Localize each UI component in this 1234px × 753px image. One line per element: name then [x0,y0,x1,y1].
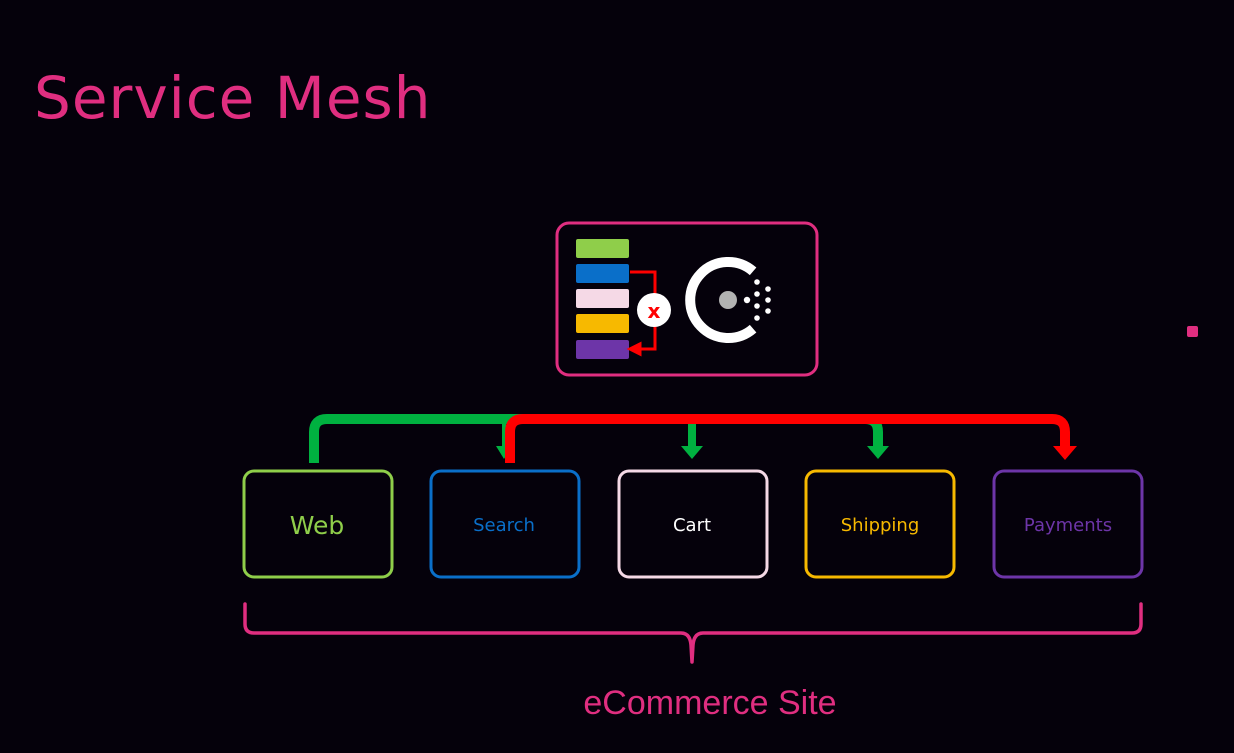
allowed-connections [309,414,889,463]
registry-bar-cart [576,289,629,308]
blocked-marker-icon: x [648,299,661,323]
service-label-shipping: Shipping [841,515,920,536]
service-label-cart: Cart [673,515,711,536]
registry-bar-shipping [576,314,629,333]
service-shipping: Shipping [804,469,956,579]
service-label-search: Search [473,515,535,536]
service-label-web: Web [290,511,345,540]
service-payments: Payments [992,469,1144,579]
registry-box [555,221,819,377]
slide-title: Service Mesh [34,64,432,132]
slide-marker [1187,326,1198,337]
consul-logo-icon [685,257,771,343]
denied-connection [505,414,1077,463]
service-cart: Cart [617,469,769,579]
blocked-marker-circle [637,293,671,327]
service-label-payments: Payments [1024,515,1112,536]
registry-bar-payments [576,340,629,359]
registry-bar-search [576,264,629,283]
registry-bar-web [576,239,629,258]
site-bracket [243,602,1143,664]
service-search: Search [429,469,581,579]
site-caption: eCommerce Site [583,684,837,722]
service-web: Web [242,469,394,579]
